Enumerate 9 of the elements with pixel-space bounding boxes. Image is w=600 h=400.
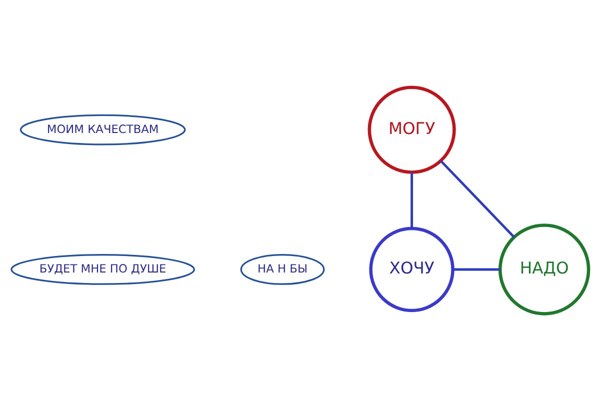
connector [410,172,414,228]
node-ellipse: МОИМ КАЧЕСТВАМ [20,114,186,145]
node-ellipse: БУДЕТ МНЕ ПО ДУШЕ [10,254,195,284]
connector [440,160,515,238]
node-circle: НАДО [498,223,590,315]
node-circle: ХОЧУ [369,226,454,312]
node-ellipse: НА Н БЫ [240,254,325,284]
connector [452,268,500,270]
node-circle: МОГУ [368,85,456,174]
